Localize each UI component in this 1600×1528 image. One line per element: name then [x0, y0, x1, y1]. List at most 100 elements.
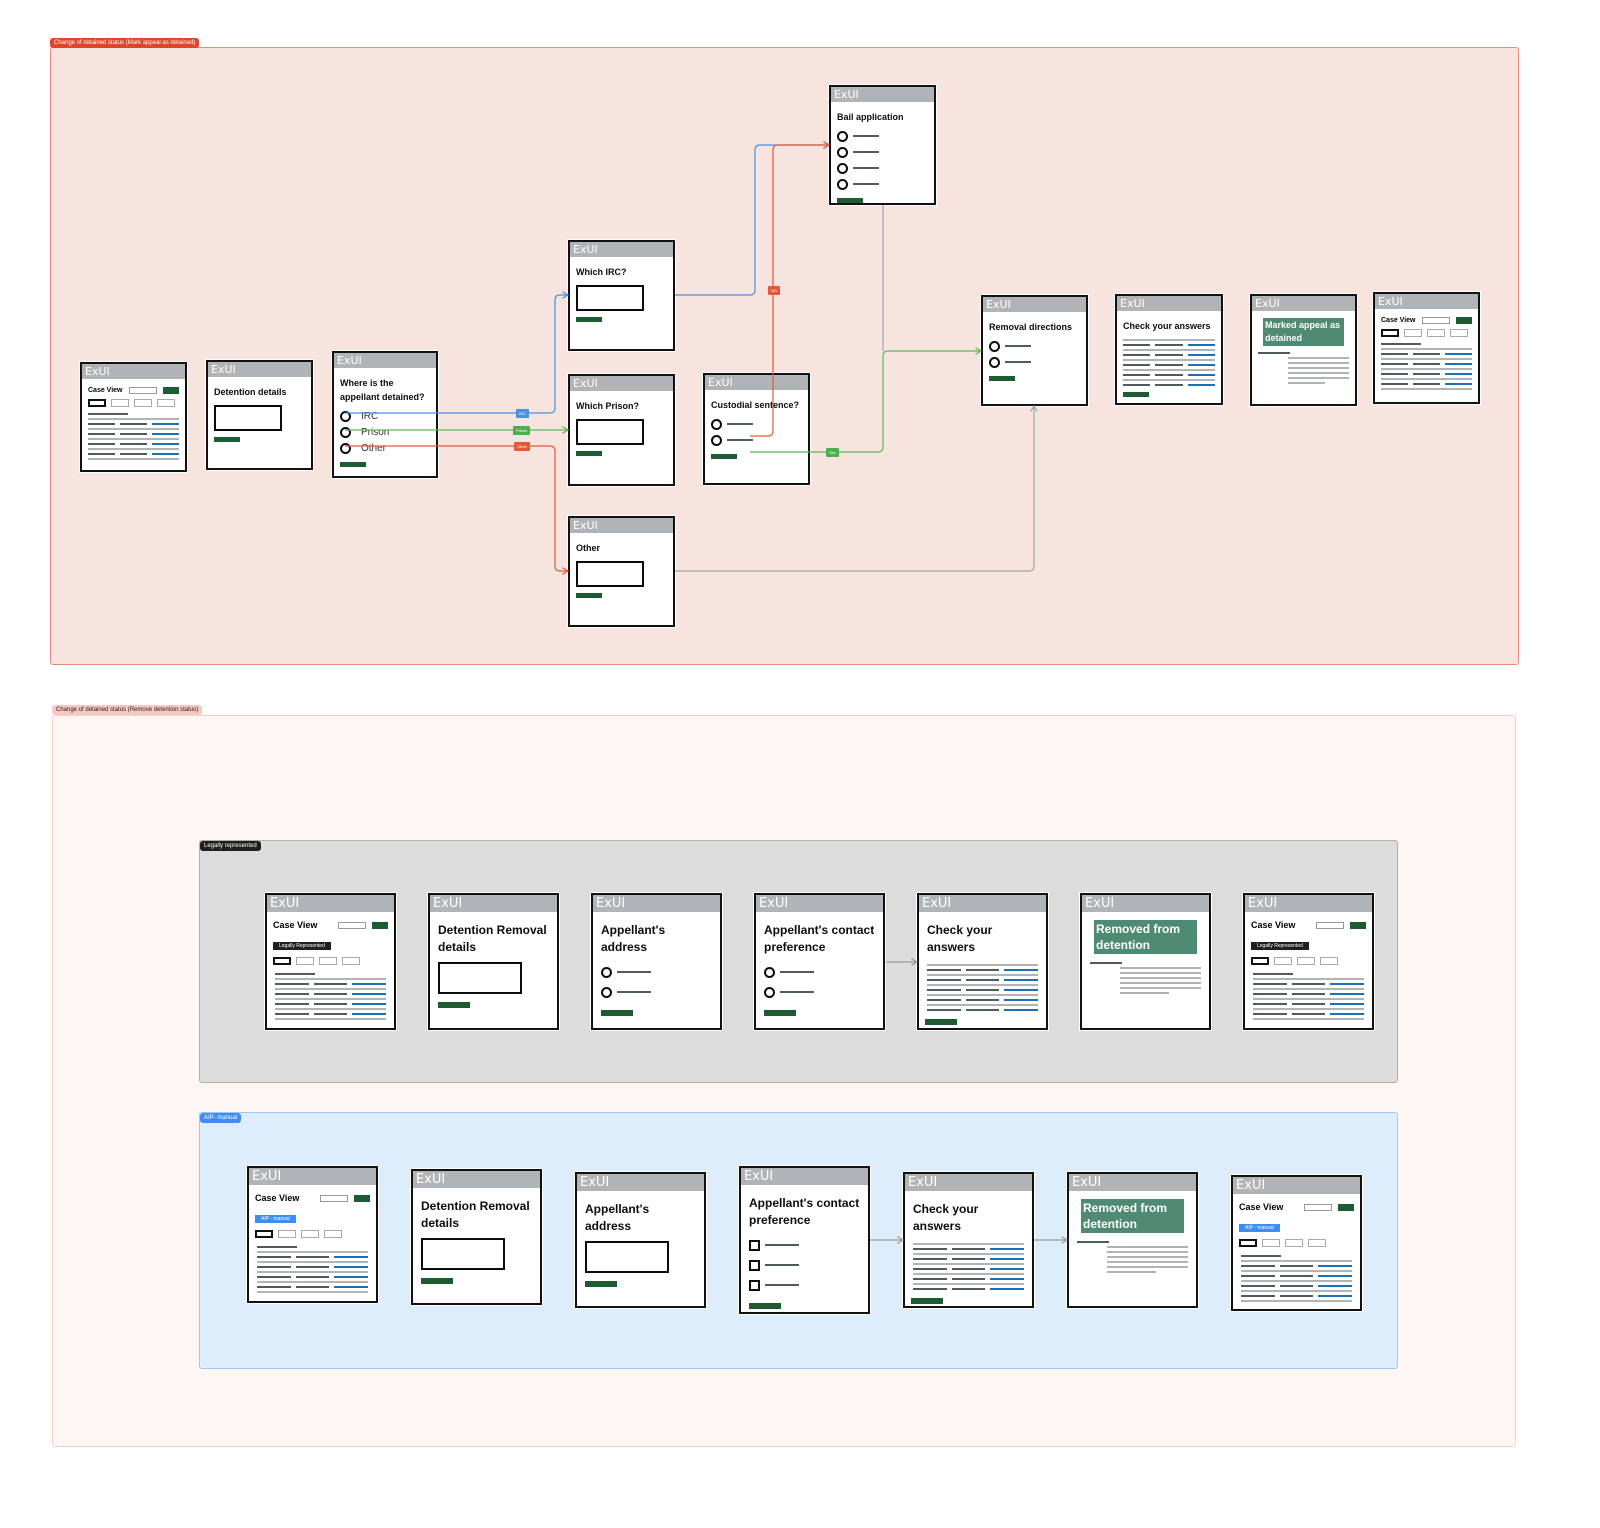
value — [1291, 983, 1326, 985]
tab — [1427, 329, 1445, 337]
value — [1291, 1013, 1326, 1015]
tab — [342, 957, 360, 965]
question-title: Detention Removal details — [421, 1199, 530, 1230]
divider — [257, 1281, 368, 1283]
summary-row — [913, 1268, 1025, 1270]
screen-header: ExUI — [741, 1168, 868, 1185]
divider — [88, 418, 179, 420]
submit-button — [1123, 392, 1149, 397]
screen-header: ExUI — [208, 362, 311, 377]
option-line — [853, 167, 879, 169]
heading-line — [1077, 1241, 1109, 1243]
change-link — [1318, 1295, 1353, 1297]
group-label-aip-manual: AIP- manual — [200, 1113, 242, 1123]
tabs — [88, 399, 179, 407]
screen-header: ExUI — [905, 1174, 1032, 1191]
key — [1253, 983, 1287, 985]
option-line — [765, 1244, 799, 1246]
change-link — [1187, 364, 1215, 366]
value — [965, 999, 1000, 1001]
divider — [913, 1283, 1024, 1285]
value — [120, 423, 147, 425]
summary-row — [1123, 384, 1215, 386]
summary-list — [1381, 343, 1472, 390]
tab — [1450, 329, 1468, 337]
divider — [1123, 349, 1215, 351]
summary-row — [1381, 373, 1472, 375]
divider — [257, 1251, 368, 1253]
caseview-tag: Legally Represented — [1251, 942, 1309, 950]
caseview-header: Case View — [255, 1193, 370, 1203]
summary-row — [1241, 1295, 1353, 1297]
value — [313, 983, 348, 985]
summary-row — [927, 999, 1039, 1001]
summary-row — [257, 1266, 369, 1268]
summary-row — [1241, 1275, 1353, 1277]
value — [295, 1256, 330, 1258]
action-button — [354, 1194, 370, 1202]
option — [837, 176, 934, 192]
body-text — [1090, 962, 1201, 994]
key — [913, 1288, 947, 1290]
confirmation-panel: Marked appeal as detained — [1263, 318, 1344, 346]
value — [120, 433, 147, 435]
option-line — [727, 423, 753, 425]
tab — [301, 1230, 319, 1238]
key — [257, 1276, 291, 1278]
key — [1381, 363, 1408, 365]
change-link — [334, 1286, 369, 1288]
summary-row — [913, 1258, 1025, 1260]
divider — [1241, 1260, 1352, 1262]
change-link — [1330, 993, 1365, 995]
divider — [1381, 378, 1472, 380]
caseview-tag: AIP - manual — [1239, 1224, 1280, 1232]
question-title: Check your answers — [1123, 321, 1211, 331]
caseview-tag: AIP - manual — [255, 1215, 296, 1223]
option — [989, 338, 1086, 354]
body-text — [1077, 1241, 1188, 1273]
tabs — [1239, 1239, 1354, 1247]
value — [965, 979, 1000, 981]
tab — [1285, 1239, 1303, 1247]
value — [313, 1003, 348, 1005]
heading-line — [1381, 343, 1421, 345]
option: Other — [340, 440, 436, 456]
screen-header: ExUI — [430, 895, 557, 912]
value — [120, 443, 147, 445]
divider — [275, 998, 386, 1000]
submit-button — [911, 1298, 943, 1304]
text-line — [1120, 977, 1201, 979]
option-line — [765, 1264, 799, 1266]
key — [927, 989, 961, 991]
tab — [1320, 957, 1338, 965]
summary-row — [275, 1003, 387, 1005]
heading-line — [1090, 962, 1122, 964]
value — [295, 1266, 330, 1268]
change-link — [990, 1278, 1025, 1280]
option — [601, 982, 720, 1002]
radio-icon — [340, 426, 351, 438]
value — [1279, 1295, 1314, 1297]
option — [837, 160, 934, 176]
change-link — [352, 1003, 387, 1005]
connector-label-irc: IRC — [516, 409, 529, 418]
change-link — [1187, 344, 1215, 346]
heading-line — [275, 973, 315, 975]
divider — [275, 1008, 386, 1010]
option-line — [617, 991, 651, 993]
key — [275, 1003, 309, 1005]
screen-header: ExUI — [570, 518, 673, 533]
change-link — [990, 1268, 1025, 1270]
key — [1381, 383, 1408, 385]
divider — [927, 964, 1038, 966]
continue-button — [576, 317, 602, 322]
divider — [88, 438, 179, 440]
key — [275, 983, 309, 985]
